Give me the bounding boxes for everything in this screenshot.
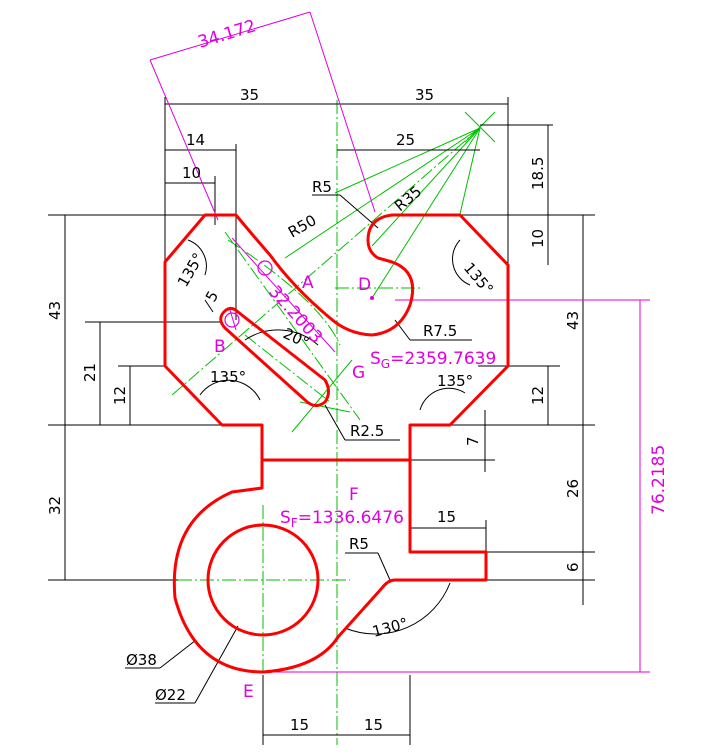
part-outline [163,213,510,674]
angle-130: 130° [370,614,410,641]
lower-body-outline [172,458,488,674]
angle-135-upper-left: 135° [174,250,208,290]
point-e: E [243,682,254,702]
dim-26: 26 [564,479,582,498]
radius-r35: R35 [391,182,425,215]
dim-10-top: 10 [182,164,201,182]
point-g: G [352,363,365,383]
dim-32: 32 [46,496,64,515]
dim-76-2185: 76.2185 [649,445,669,515]
dim-10-right: 10 [529,229,547,248]
dim-43-right: 43 [564,311,582,330]
dim-15-bottom-right: 15 [364,716,383,734]
dim-7: 7 [464,436,482,446]
angle-135-lower-left: 135° [210,368,246,386]
radius-r5-top: R5 [312,178,332,196]
diameter-22: Ø22 [155,686,186,704]
area-sg: SG=2359.7639 [370,349,496,371]
dim-43-left: 43 [46,301,64,320]
dim-25: 25 [396,131,415,149]
upper-body-outline [163,213,510,462]
analysis-lines [149,11,650,673]
dim-15-tab: 15 [437,508,456,526]
dim-34-172: 34.172 [196,16,259,53]
diameter-38: Ø38 [126,651,157,669]
area-sf: SF=1336.6476 [280,508,404,530]
bore-circle [206,523,320,637]
point-b: B [214,337,226,357]
dim-12-right: 12 [529,386,547,405]
centroid-markers [224,260,374,328]
dim-15-bottom-left: 15 [290,716,309,734]
dim-6: 6 [564,562,582,572]
angle-135-lower-right: 135° [437,372,473,390]
dim-5: 5 [202,288,222,305]
dim-35-left: 35 [240,86,259,104]
point-a: A [302,273,314,293]
dim-14: 14 [186,131,205,149]
point-b-marker [224,312,240,328]
radius-r7-5: R7.5 [423,322,457,340]
dim-18-5: 18.5 [529,157,547,190]
dim-21: 21 [81,363,99,382]
radius-r2-5: R2.5 [350,422,384,440]
dim-35-right: 35 [415,86,434,104]
radius-r50: R50 [285,211,320,241]
analysis-labels: 34.172 32.2003 76.2185 A B D G F E SG=23… [196,16,669,702]
dimension-labels: 35 35 14 10 25 18.5 10 43 43 21 12 12 32… [46,86,582,734]
angle-135-upper-right: 135° [460,259,497,298]
dim-12-left: 12 [111,386,129,405]
slot-outline [219,306,330,407]
point-a-marker [257,260,273,276]
point-f: F [349,485,359,505]
radius-r5-bottom: R5 [349,535,369,553]
point-d: D [358,275,371,295]
